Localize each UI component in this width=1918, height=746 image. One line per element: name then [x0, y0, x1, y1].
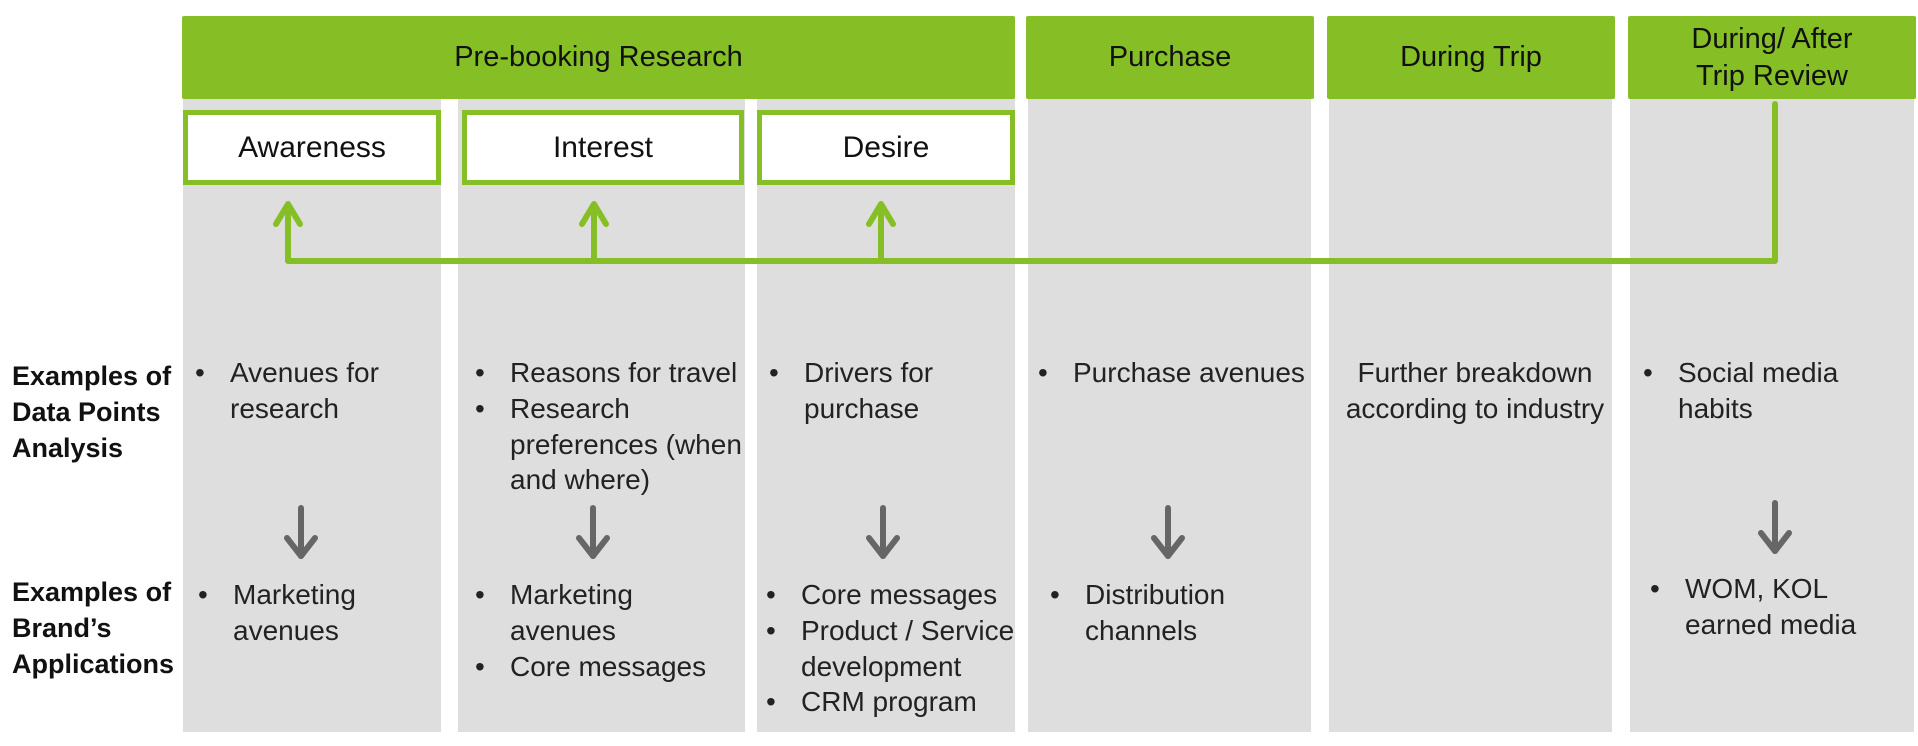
feedback-line [285, 101, 1778, 264]
phase-after-trip-review: During/ After Trip Review [1628, 16, 1916, 99]
list-item: Drivers for purchase [769, 355, 957, 427]
list-item: Research preferences (when and where) [475, 391, 743, 498]
list-item: Marketing avenues [475, 577, 743, 649]
list-item: Avenues for research [195, 355, 403, 427]
phase-during-trip: During Trip [1327, 16, 1615, 99]
list-item: Reasons for travel [475, 355, 743, 391]
phase-purchase: Purchase [1026, 16, 1314, 99]
phase-prebooking-research: Pre-booking Research [182, 16, 1015, 99]
arrow-down-after-trip-icon [1758, 500, 1792, 554]
stage-desire: Desire [757, 110, 1015, 185]
row-label-brand-applications: Examples of Brand’s Applications [12, 577, 175, 680]
down-arrows [284, 500, 1792, 559]
brand-apps-interest: Marketing avenues Core messages [473, 577, 743, 684]
data-points-purchase: Purchase avenues [1036, 355, 1311, 391]
arrow-up-interest-icon [579, 201, 609, 227]
data-points-awareness: Avenues for research [193, 355, 403, 427]
list-item: Marketing avenues [198, 577, 396, 649]
stage-awareness: Awareness [183, 110, 441, 185]
stage-interest: Interest [462, 110, 744, 185]
brand-apps-after-trip: WOM, KOL earned media [1648, 571, 1858, 643]
data-points-desire: Drivers for purchase [767, 355, 957, 427]
arrow-up-awareness-icon [273, 201, 303, 227]
row-label-data-points: Examples of Data Points Analysis [12, 361, 172, 464]
list-item: CRM program [766, 684, 1016, 720]
list-item: Core messages [766, 577, 1016, 613]
data-points-interest: Reasons for travel Research preferences … [473, 355, 743, 498]
arrow-down-awareness-icon [284, 505, 318, 559]
data-points-during-trip: Further breakdown according to industry [1345, 357, 1605, 424]
brand-apps-purchase: Distribution channels [1048, 577, 1248, 649]
brand-apps-desire: Core messages Product / Service developm… [764, 577, 1016, 720]
list-item: Distribution channels [1050, 577, 1248, 649]
feedback-loop [273, 101, 1778, 264]
arrow-down-purchase-icon [1151, 505, 1185, 559]
column-during-trip [1329, 96, 1612, 732]
brand-apps-awareness: Marketing avenues [196, 577, 396, 649]
arrow-up-desire-icon [866, 201, 896, 227]
arrow-down-desire-icon [866, 505, 900, 559]
list-item: Social media habits [1643, 355, 1917, 427]
list-item: Core messages [475, 649, 743, 685]
list-item: Product / Service development [766, 613, 1016, 685]
list-item: Purchase avenues [1038, 355, 1311, 391]
list-item: WOM, KOL earned media [1650, 571, 1858, 643]
arrow-down-interest-icon [576, 505, 610, 559]
data-points-after-trip: Social media habits [1641, 355, 1917, 427]
